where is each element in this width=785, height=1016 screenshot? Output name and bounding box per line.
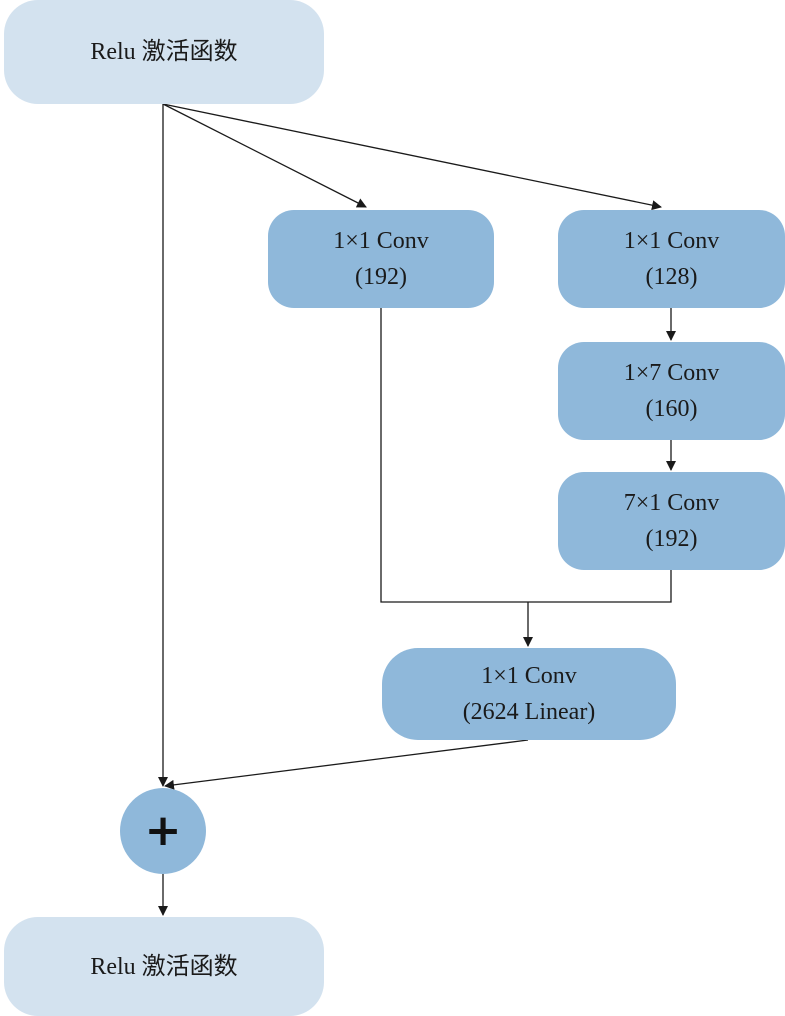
relu-output-label: Relu 激活函数 [90,953,238,980]
edge-relu-to-conv-a [162,103,367,208]
conv-1x7-160-node: 1×7 Conv (160) [558,342,785,440]
edge-concat [380,308,672,603]
plus-icon: + [144,805,182,856]
add-operation-node: + [120,788,206,874]
conv-a-channels: (192) [355,264,407,290]
relu-output-node: Relu 激活函数 [4,917,324,1016]
conv-b2-op: 1×7 Conv [623,360,720,386]
conv-1x1-192-node: 1×1 Conv (192) [268,210,494,308]
relu-input-label: Relu 激活函数 [90,39,238,65]
conv-b1-op: 1×1 Conv [623,228,720,254]
conv-7x1-192-node: 7×1 Conv (192) [558,472,785,570]
relu-input-node: Relu 激活函数 [4,0,324,104]
conv-b2-channels: (160) [645,396,698,422]
conv-b1-channels: (128) [645,264,698,290]
conv-1x1-128-node: 1×1 Conv (128) [558,210,785,308]
conv-merge-channels: (2624 Linear) [462,699,596,725]
edge-relu-to-conv-b1 [162,103,662,211]
conv-merge-op: 1×1 Conv [481,663,577,689]
conv-b3-op: 7×1 Conv [623,490,720,516]
conv-1x1-linear-node: 1×1 Conv (2624 Linear) [382,648,676,740]
conv-b3-channels: (192) [645,526,698,552]
edge-merge-to-add [164,739,529,790]
conv-a-op: 1×1 Conv [333,228,429,254]
